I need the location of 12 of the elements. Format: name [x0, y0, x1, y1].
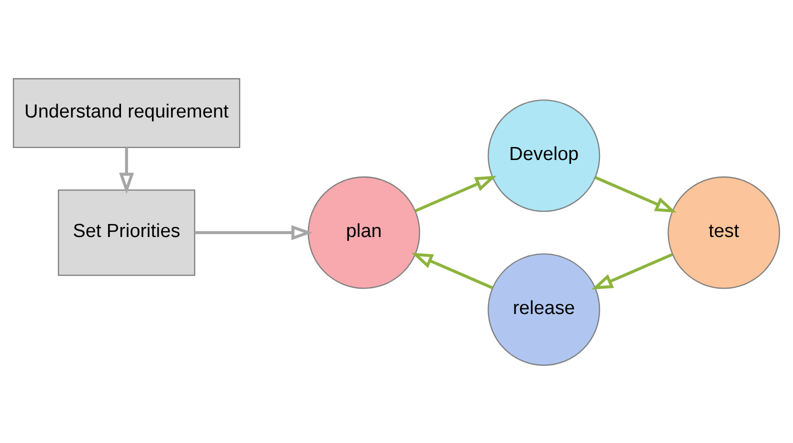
node-box: Set Priorities — [58, 188, 196, 276]
node-circle: Develop — [488, 98, 600, 212]
node-circle: test — [668, 176, 780, 288]
node-box: Understand requirement — [12, 78, 240, 148]
arrow — [591, 252, 674, 290]
node-circle: release — [488, 252, 600, 366]
arrow — [411, 252, 494, 289]
arrow — [194, 224, 313, 240]
arrow — [119, 147, 134, 194]
arrow — [594, 176, 677, 212]
node-circle: plan — [308, 176, 420, 288]
arrow — [414, 175, 497, 212]
